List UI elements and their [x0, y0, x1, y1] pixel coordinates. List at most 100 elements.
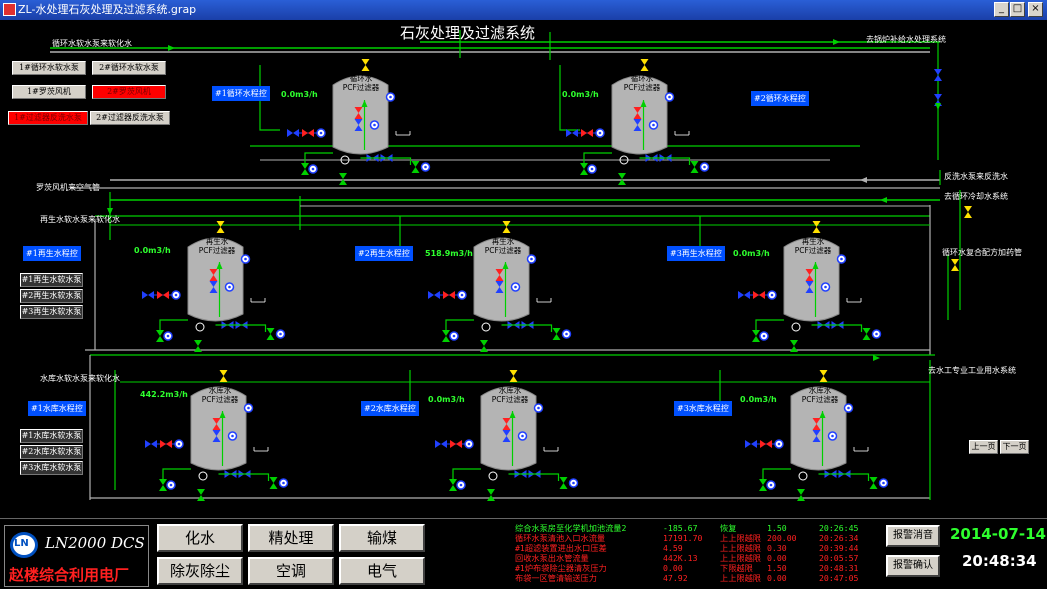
backwash-pump-1-button[interactable]: 1#过滤器反洗水泵	[8, 111, 88, 125]
pipe-label-boiler: 去锅炉补给水处理系统	[866, 35, 946, 44]
valve-icon	[759, 485, 767, 491]
pipe-label-cooling: 去循环冷却水系统	[944, 192, 1008, 201]
alarm-state: 下限越限	[720, 563, 753, 573]
valve-icon	[581, 129, 587, 137]
valve-icon	[209, 275, 218, 281]
valve-icon	[354, 125, 363, 131]
backwash-pump-2-button[interactable]: 2#过滤器反洗水泵	[90, 111, 170, 125]
reservoir-pump-1-button[interactable]: #1水库水软水泵	[20, 429, 83, 443]
valve-icon	[166, 440, 172, 448]
res-1-control-button[interactable]: #1水库水程控	[28, 401, 86, 416]
pipe-segment	[162, 468, 191, 479]
pipe-segment	[762, 468, 791, 479]
reservoir-pump-2-button[interactable]: #2水库水软水泵	[20, 445, 83, 459]
flow-arrow-icon	[880, 197, 887, 203]
flow-arrow-icon	[168, 45, 175, 51]
valve-icon	[559, 483, 568, 489]
res-2-control-button[interactable]: #2水库水程控	[361, 401, 419, 416]
next-page-button[interactable]: 下一页	[1000, 440, 1029, 454]
valve-icon	[738, 291, 744, 299]
valve-icon	[502, 221, 511, 227]
title-bar: ZL-水处理石灰处理及过滤系统.grap _ □ ×	[0, 0, 1047, 20]
nav-button-polishing[interactable]: 精处理	[248, 524, 334, 552]
regen-3-control-button[interactable]: #3再生水程控	[667, 246, 725, 261]
system-name: LN2000 DCS	[45, 534, 145, 552]
roots-fan-2-button[interactable]: 2#罗茨风机	[92, 85, 166, 99]
drain-icon	[195, 322, 205, 332]
valve-icon	[339, 179, 347, 185]
alarm-desc: #1超滤装置进出水口压差	[515, 543, 607, 553]
nav-button-electrical[interactable]: 电气	[339, 557, 425, 585]
alarm-limit: 200.00	[767, 533, 797, 543]
valve-icon	[633, 113, 642, 119]
valve-icon	[572, 129, 578, 137]
nav-button-hvac[interactable]: 空调	[248, 557, 334, 585]
pressure-gauge-icon	[231, 434, 234, 438]
circ-pump-2-button[interactable]: 2#循环水软水泵	[92, 61, 166, 75]
regen-2-flow: 518.9m3/h	[425, 249, 473, 258]
regen-pump-2-button[interactable]: #2再生水软水泵	[20, 289, 83, 303]
valve-icon	[361, 59, 370, 65]
regen-1-control-button[interactable]: #1再生水程控	[23, 246, 81, 261]
valve-icon	[301, 163, 309, 169]
pipe-label-dosing: 循环水复合配方加药管	[942, 248, 1022, 257]
regen-pump-3-button[interactable]: #3再生水软水泵	[20, 305, 83, 319]
valve-icon	[157, 291, 163, 299]
prev-page-button[interactable]: 上一页	[969, 440, 998, 454]
pressure-gauge-icon	[244, 257, 247, 261]
flow-arrow-icon	[216, 262, 223, 269]
valve-icon	[812, 424, 821, 430]
flow-arrow-icon	[640, 100, 647, 107]
valve-icon	[790, 340, 798, 346]
roots-fan-1-button[interactable]: 1#罗茨风机	[12, 85, 86, 99]
res-2-flow: 0.0m3/h	[428, 395, 465, 404]
circ-2-control-button[interactable]: #2循环水程控	[751, 91, 809, 106]
maximize-button[interactable]: □	[1010, 2, 1025, 17]
nav-button-coal-handling[interactable]: 输煤	[339, 524, 425, 552]
valve-icon	[934, 69, 942, 75]
pipe-segment	[818, 473, 870, 481]
circ-1-control-button[interactable]: #1循环水程控	[212, 86, 270, 101]
valve-icon	[951, 259, 959, 265]
valve-icon	[209, 287, 218, 293]
nav-button-ash-dust[interactable]: 除灰除尘	[157, 557, 243, 585]
circ-pump-1-button[interactable]: 1#循环水软水泵	[12, 61, 86, 75]
valve-icon	[633, 125, 642, 131]
alarm-value: 17191.70	[663, 533, 703, 543]
pressure-gauge-icon	[831, 434, 834, 438]
valve-icon	[266, 334, 275, 340]
close-button[interactable]: ×	[1028, 2, 1043, 17]
alarm-confirm-button[interactable]: 报警确认	[886, 555, 940, 577]
alarm-desc: 布袋一区管清输送压力	[515, 573, 597, 583]
reservoir-pump-3-button[interactable]: #3水库水软水泵	[20, 461, 83, 475]
alarm-time: 20:48:31	[819, 563, 859, 573]
nav-button-chemical-water[interactable]: 化水	[157, 524, 243, 552]
flow-arrow-icon	[107, 208, 113, 215]
alarm-state: 上上限越限	[720, 543, 761, 553]
valve-icon	[151, 440, 157, 448]
pipe-network	[50, 30, 972, 501]
valve-icon	[269, 477, 278, 483]
valve-icon	[495, 287, 504, 293]
res-3-control-button[interactable]: #3水库水程控	[674, 401, 732, 416]
alarm-state: 上上限越限	[720, 533, 761, 543]
pressure-gauge-icon	[824, 285, 827, 289]
regen-2-control-button[interactable]: #2再生水程控	[355, 246, 413, 261]
valve-icon	[212, 424, 221, 430]
alarm-silence-button[interactable]: 报警消音	[886, 525, 940, 547]
regen-pump-1-button[interactable]: #1再生水软水泵	[20, 273, 83, 287]
valve-icon	[640, 59, 649, 65]
valve-icon	[212, 430, 221, 436]
valve-icon	[552, 334, 561, 340]
valve-icon	[869, 483, 878, 489]
valve-icon	[797, 495, 805, 501]
flow-arrow-icon	[361, 100, 368, 107]
drain-icon	[798, 471, 808, 481]
valve-icon	[580, 163, 588, 169]
minimize-button[interactable]: _	[994, 2, 1009, 17]
alarm-state: 上上限越限	[720, 553, 761, 563]
valve-icon	[862, 328, 871, 334]
